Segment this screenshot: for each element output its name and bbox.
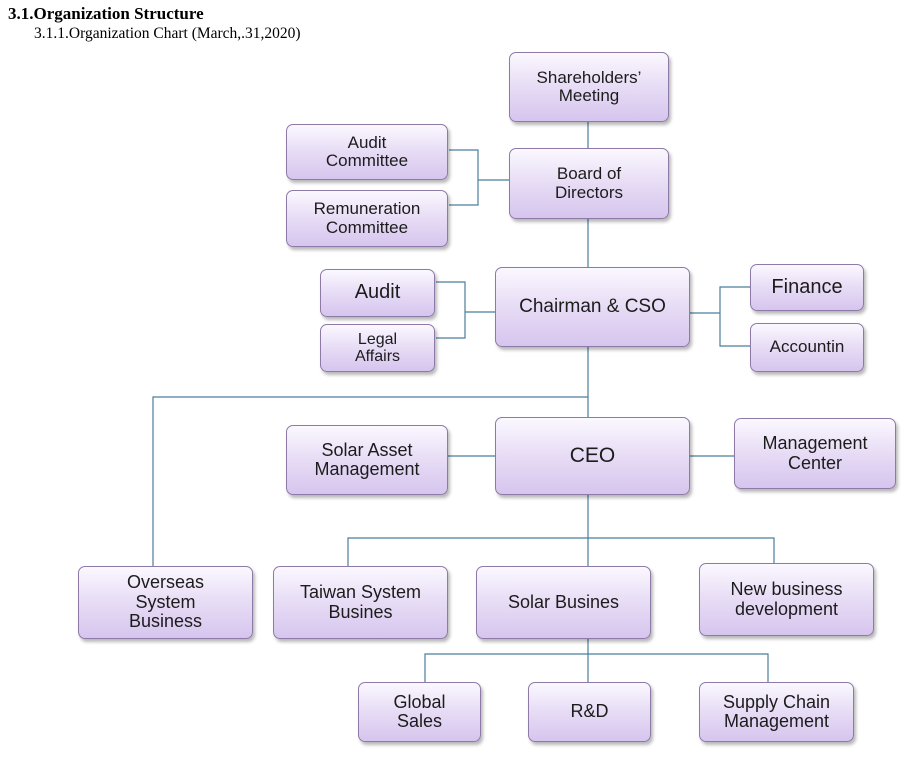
ceo-box: CEO bbox=[495, 417, 690, 495]
finance-box: Finance bbox=[750, 264, 864, 311]
accounting-box: Accountin bbox=[750, 323, 864, 372]
rnd-box: R&D bbox=[528, 682, 651, 742]
chairman-cso-box: Chairman & CSO bbox=[495, 267, 690, 347]
audit-committee-box: Audit Committee bbox=[286, 124, 448, 180]
board-of-directors-box: Board of Directors bbox=[509, 148, 669, 219]
connector bbox=[424, 653, 769, 682]
audit-box: Audit bbox=[320, 269, 435, 317]
management-center-box: Management Center bbox=[734, 418, 896, 489]
connector bbox=[152, 396, 588, 566]
global-sales-box: Global Sales bbox=[358, 682, 481, 742]
chart-subtitle: 3.1.1.Organization Chart (March,.31,2020… bbox=[34, 25, 301, 42]
page-title: 3.1.Organization Structure bbox=[8, 4, 204, 23]
connector bbox=[436, 281, 466, 339]
connector bbox=[347, 537, 775, 566]
connector bbox=[719, 286, 750, 347]
remuneration-committee-box: Remuneration Committee bbox=[286, 190, 448, 247]
legal-affairs-box: Legal Affairs bbox=[320, 324, 435, 372]
overseas-system-business-box: Overseas System Business bbox=[78, 566, 253, 639]
connector bbox=[449, 149, 479, 206]
solar-business-box: Solar Busines bbox=[476, 566, 651, 639]
solar-asset-management-box: Solar Asset Management bbox=[286, 425, 448, 495]
supply-chain-management-box: Supply Chain Management bbox=[699, 682, 854, 742]
new-business-development-box: New business development bbox=[699, 563, 874, 636]
taiwan-system-business-box: Taiwan System Busines bbox=[273, 566, 448, 639]
shareholders-meeting-box: Shareholders’ Meeting bbox=[509, 52, 669, 122]
